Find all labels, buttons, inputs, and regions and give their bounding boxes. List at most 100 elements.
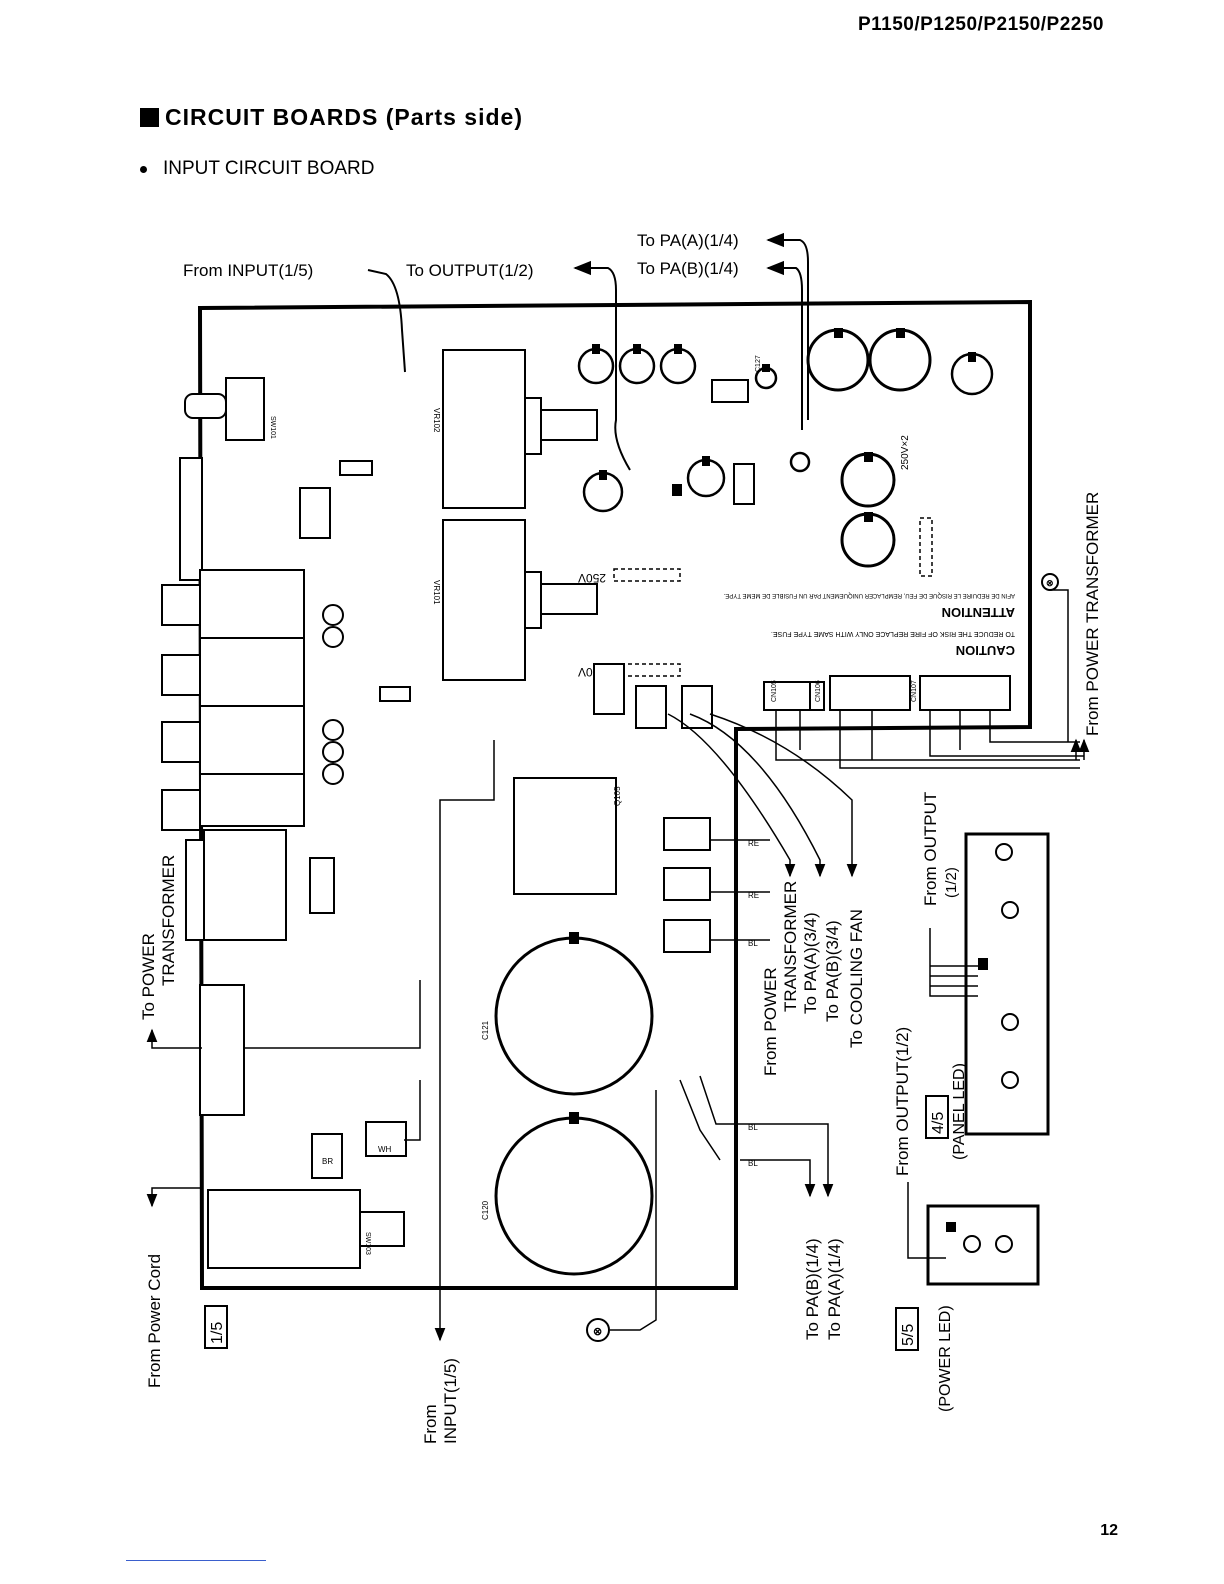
from-power-transformer-right: From POWER TRANSFORMER <box>1083 492 1102 736</box>
board-1-5-box <box>204 1305 228 1349</box>
to-pa-a-top-label: To PA(A)(1/4) <box>637 231 739 250</box>
from-pt-mid-l2: TRANSFORMER <box>781 881 800 1012</box>
power-led-connector <box>946 1222 956 1232</box>
board-5-5-box <box>895 1307 919 1351</box>
fuse-rating-upper: 250V <box>578 571 606 585</box>
to-cooling-fan-label: To COOLING FAN <box>847 909 866 1048</box>
lower-components <box>513 663 711 953</box>
c127-ref: C127 <box>755 355 762 372</box>
caution-block: CAUTION TO REDUCE THE RISK OF FIRE REPLA… <box>723 592 1015 658</box>
wire-bl-1: BL <box>748 939 758 948</box>
to-power-transformer-l2: TRANSFORMER <box>159 855 178 986</box>
wire-re-2: RE <box>748 891 759 900</box>
board-4-5-label: 4/5 <box>930 1112 947 1134</box>
panel-led-wires <box>929 928 978 997</box>
xl102-connector <box>179 457 203 581</box>
c120-ref: C120 <box>481 1200 490 1220</box>
sw101-ref: SW101 <box>269 416 276 439</box>
from-output-a-l2: (1/2) <box>943 867 960 898</box>
sw103-switch <box>207 1189 361 1269</box>
to-pa-b-top-label: To PA(B)(1/4) <box>637 259 739 278</box>
to-power-transformer-l1: To POWER <box>139 933 158 1020</box>
xl101-connector <box>185 839 205 941</box>
from-power-cord-label: From Power Cord <box>145 1254 164 1388</box>
r125-block <box>593 663 625 715</box>
to-output-top-label: To OUTPUT(1/2) <box>406 261 534 280</box>
vr102-pot <box>442 349 526 509</box>
ground-lug-bottom <box>586 1318 610 1342</box>
wire-wh: WH <box>378 1145 392 1154</box>
section-square-icon <box>140 108 159 127</box>
caution-title: CAUTION <box>956 643 1015 658</box>
vr102-label: VR102 <box>432 408 441 433</box>
board-5-5-label: 5/5 <box>900 1324 917 1346</box>
main-cap-markers <box>569 932 579 1124</box>
jack-rings <box>322 604 344 785</box>
subsection-title-text: INPUT CIRCUIT BOARD <box>163 158 375 179</box>
ground-lug-right <box>1041 573 1059 591</box>
power-leds <box>963 1235 1013 1253</box>
panel-led-connector <box>978 958 988 970</box>
to-pa-b-34-label: To PA(B)(3/4) <box>823 920 842 1022</box>
from-output-b-label: From OUTPUT(1/2) <box>893 1027 912 1176</box>
panel-led-board <box>964 832 1050 1136</box>
ground-lug-bottom-x: ⊗ <box>593 1326 602 1338</box>
small-capacitors <box>577 347 994 513</box>
power-led-wire <box>907 1182 946 1259</box>
attention-title: ATTENTION <box>942 605 1015 620</box>
model-header: P1150/P1250/P2150/P2250 <box>857 14 1104 35</box>
section-title: CIRCUIT BOARDS (Parts side) <box>140 104 523 131</box>
bottom-wires <box>146 740 834 1342</box>
board-4-5-box <box>925 1095 949 1139</box>
panel-led-label: (PANEL LED) <box>951 1063 968 1160</box>
power-led-label: (POWER LED) <box>937 1305 954 1412</box>
attention-text: AFIN DE REDUIRE LE RISQUE DE FEU, REMPLA… <box>723 592 1015 598</box>
from-input-bottom-l2: INPUT(1/5) <box>441 1358 460 1444</box>
to-pa-a-34-label: To PA(A)(3/4) <box>801 912 820 1014</box>
cap-rating-label: 250V×2 <box>900 435 911 470</box>
q105-ref: Q105 <box>613 786 622 806</box>
panel-leds <box>995 843 1019 1089</box>
sw103-ref: SW103 <box>364 1232 371 1255</box>
large-capacitor-markers <box>834 328 905 522</box>
to-pa-a-14-bottom: To PA(A)(1/4) <box>825 1238 844 1340</box>
cn105-ref: CN105 <box>771 680 778 702</box>
caution-text: TO REDUCE THE RISK OF FIRE REPLACE ONLY … <box>771 630 1015 637</box>
cn-wires <box>775 589 1084 769</box>
board-1-5-label: 1/5 <box>209 1322 226 1344</box>
wire-bl-3: BL <box>748 1159 758 1168</box>
to-pa-b-14-bottom: To PA(B)(1/4) <box>803 1238 822 1340</box>
wire-bl-2: BL <box>748 1123 758 1132</box>
sw104-switch <box>199 984 245 1116</box>
from-output-a-l1: From OUTPUT <box>921 792 940 906</box>
vr101-pot <box>442 519 526 681</box>
q105-block <box>513 777 617 895</box>
cn107-ref: CN107 <box>911 680 918 702</box>
power-led-board <box>926 1204 1040 1286</box>
subsection-title: INPUT CIRCUIT BOARD <box>140 158 375 180</box>
main-filter-capacitors <box>494 936 654 1276</box>
bullet-icon <box>140 165 147 173</box>
bottom-link-line <box>126 1560 266 1561</box>
left-connectors <box>161 377 407 1269</box>
page-number: 12 <box>1100 1522 1118 1539</box>
from-input-bottom-l1: From <box>421 1404 440 1444</box>
ic-packages <box>339 379 755 702</box>
volume-pots <box>442 349 598 681</box>
capacitor-markers <box>592 344 976 496</box>
ground-lug-x: ⊗ <box>1046 578 1054 588</box>
section-title-text: CIRCUIT BOARDS (Parts side) <box>165 104 523 130</box>
top-leader-wires <box>367 232 809 471</box>
wire-br: BR <box>322 1157 333 1166</box>
from-pt-mid-l1: From POWER <box>761 967 780 1076</box>
relay-wires <box>667 713 858 1288</box>
cn106-ref: CN106 <box>815 680 822 702</box>
wire-re-1: RE <box>748 839 759 848</box>
large-capacitors-upper <box>806 328 932 568</box>
cn-connectors <box>635 675 1011 729</box>
c121-ref: C121 <box>481 1020 490 1040</box>
from-input-top-label: From INPUT(1/5) <box>183 261 313 280</box>
vr101-label: VR101 <box>432 580 441 605</box>
sw101-switch <box>225 377 265 441</box>
